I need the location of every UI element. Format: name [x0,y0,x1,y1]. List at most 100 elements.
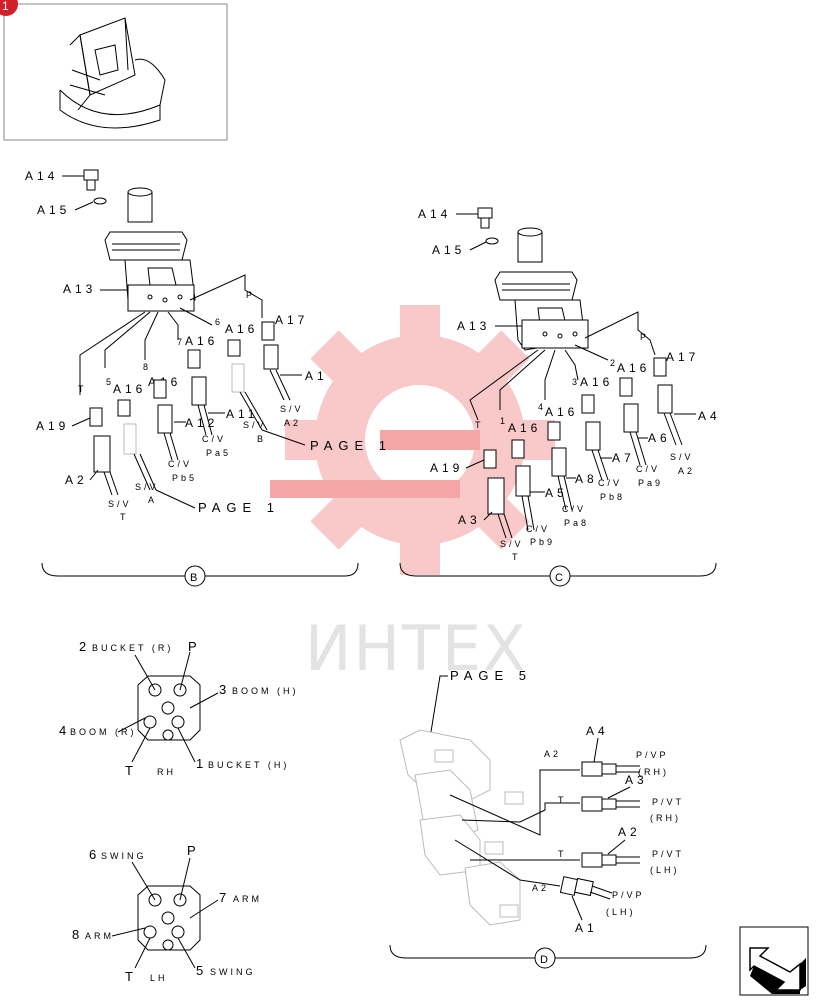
page-ref-b-2: PAGE 1 [198,500,280,515]
line-sv-a2-2: A2 [678,466,695,476]
pvp-lh-1: P/VP [612,890,645,900]
line-cv-pa5-2: Pa5 [206,448,231,458]
line-sv-t-1: S/V [108,499,132,509]
port-4-number: 4 [59,723,66,738]
port-p-number: P [188,639,197,654]
callout-a2: A2 [65,473,88,487]
port-label-p: P [640,332,649,342]
left-a2-1: A2 [544,749,561,759]
port-3-label: BOOM (H) [232,686,299,696]
callout-a13: A13 [63,282,96,296]
port-p-number: P [187,843,196,858]
washer-icon [93,197,107,205]
control-valve-icon [399,729,580,926]
hose-end-icon [487,477,505,515]
line-sv-b-2: B [257,434,266,444]
callout-a4: A4 [698,409,721,423]
watermark: ИНТЕХ [270,305,555,685]
line-sv-a-1: S/V [135,482,159,492]
group-d-badge [534,947,556,969]
callout-a12: A12 [185,416,218,430]
line-cv-pa9-2: Pa9 [638,478,663,488]
pvp-rh-1: P/VP [636,750,669,760]
group-b-assembly: A14 A15 A13 [25,169,386,587]
fitting-icon [187,349,201,369]
port-5-number: 5 [196,963,203,978]
port-6-label: SWING [101,851,147,861]
pvp-rh-2: (RH) [638,767,669,777]
port-t-number: T [125,763,133,778]
fitting-icon [511,439,525,459]
callout-a16-1: A16 [113,382,146,396]
port-2-number: 2 [79,639,86,654]
line-cv-pb9-1: C/V [526,524,550,534]
pvt-rh-2: (RH) [650,813,681,823]
fitting-icon [89,407,103,427]
line-sv-a-2: A [148,495,157,505]
callout-a6: A6 [648,431,671,445]
line-cv-pa5-1: C/V [202,434,226,444]
line-sv-a2-1: S/V [670,452,694,462]
fitting-icon [483,449,497,469]
callout-a11: A11 [226,407,258,421]
callout-a1: A1 [575,921,598,935]
watermark-text: ИНТЕХ [305,612,528,685]
next-page-button[interactable] [739,926,809,996]
line-sv-a2-2: A2 [284,418,301,428]
hose-end-icon [623,403,639,433]
line-cv-pb8-2: Pb8 [600,492,625,502]
ghost-fitting-icon [123,423,157,491]
callout-a16-1: A16 [508,421,541,435]
port-3-number: 3 [219,682,226,697]
port-label-2: 2 [610,358,618,368]
port-label-5: 5 [106,377,114,387]
callout-a14: A14 [418,207,451,221]
port-4-label: BOOM (R) [70,727,137,737]
group-b-badge-label: B [190,572,197,584]
left-a2-2: A2 [532,883,549,893]
fitting-a2 [581,852,640,868]
port-2-label: BUCKET (R) [92,643,173,653]
line-cv-pb9-2: Pb9 [530,537,555,547]
callout-a3: A3 [458,513,481,527]
fitting-a3 [581,796,640,812]
hose-end-icon [515,465,531,497]
thumbnail-marker-icon [0,0,18,16]
line-sv-b-1: S/V [243,420,267,430]
pvt-rh-1: P/VT [652,797,684,807]
port-1-label: BUCKET (H) [208,760,289,770]
group-c-assembly: A14 A15 A13 [399,207,721,587]
callout-a19: A19 [430,461,463,475]
port-label-7: 7 [177,337,185,347]
group-d-assembly: PAGE 5 [389,668,707,969]
hose-routing [79,274,263,395]
port-map-2: 6 SWING P 7 ARM 8 ARM T LH 5 SWING [72,843,259,984]
line-cv-pa8-2: Pa8 [564,518,589,528]
port-label-6: 6 [215,317,223,327]
callout-a17: A17 [275,313,308,327]
excavator-icon [59,17,166,129]
fitting-icon [547,421,561,441]
hose-end-icon [157,404,173,434]
callout-a1: A1 [305,369,328,383]
port-label-8: 8 [143,362,151,372]
hose-end-icon [191,376,207,406]
fitting-icon [261,321,291,401]
left-t-1: T [558,795,567,805]
callout-a15: A15 [37,203,70,217]
port-label-p: P [246,290,255,300]
line-cv-pb5-2: Pb5 [172,473,197,483]
fitting-icon [153,379,167,399]
callout-a15: A15 [432,243,465,257]
port-5-label: SWING [210,967,256,977]
line-sv-t-2: T [120,512,129,522]
group-c-badge [549,565,571,587]
line-cv-pb5-1: C/V [168,459,192,469]
joystick-valve-icon [104,187,196,312]
callout-a19: A19 [36,419,69,433]
bolt-icon [83,169,99,191]
bolt-icon [477,207,493,229]
fitting-a1 [559,876,613,900]
group-c-badge-label: C [555,572,563,584]
